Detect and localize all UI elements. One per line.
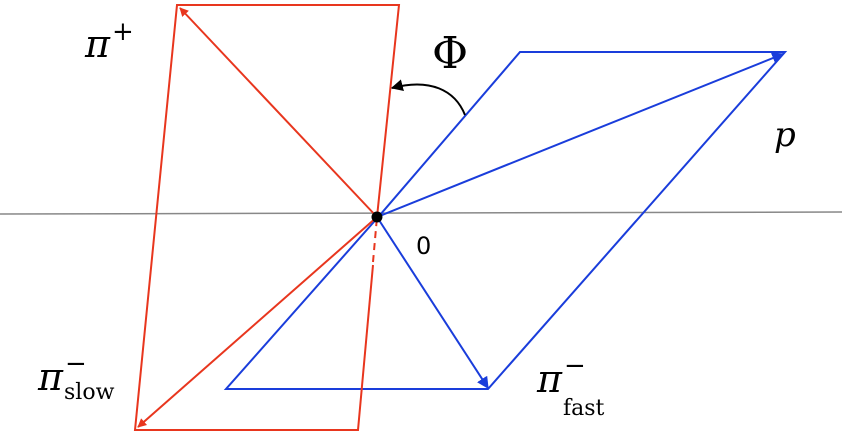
pi-slow-momentum-arrow <box>137 216 378 428</box>
pi-plus-sup: + <box>112 17 134 47</box>
origin-label: 0 <box>416 232 431 260</box>
pi-slow-base: π <box>37 355 64 399</box>
pi-fast-label: π − fast <box>536 351 605 421</box>
pi-plus-base: π <box>84 22 111 66</box>
pi-slow-sup: − <box>65 349 87 379</box>
blue-plane-outline <box>223 51 788 390</box>
red-plane <box>133 4 401 431</box>
angle-phi-label: Φ <box>432 28 468 79</box>
red-plane-outline-top <box>133 4 401 431</box>
pi-slow-label: π − slow <box>37 349 115 405</box>
pi-fast-sup: − <box>564 351 586 381</box>
proton-label: p <box>774 115 796 155</box>
origin-point <box>371 211 383 223</box>
pi-fast-sub: fast <box>563 396 605 421</box>
red-plane-hidden-edge <box>372 216 378 263</box>
phi-angle-arrow <box>390 79 466 116</box>
proton-momentum-arrow <box>376 52 785 218</box>
pi-plus-label: π + <box>84 17 134 66</box>
reference-axis <box>0 211 842 215</box>
blue-plane <box>223 51 788 390</box>
pi-plus-momentum-arrow <box>179 7 378 218</box>
pi-fast-base: π <box>536 357 563 401</box>
pi-slow-sub: slow <box>64 380 115 405</box>
pi-fast-momentum-arrow <box>376 216 489 390</box>
